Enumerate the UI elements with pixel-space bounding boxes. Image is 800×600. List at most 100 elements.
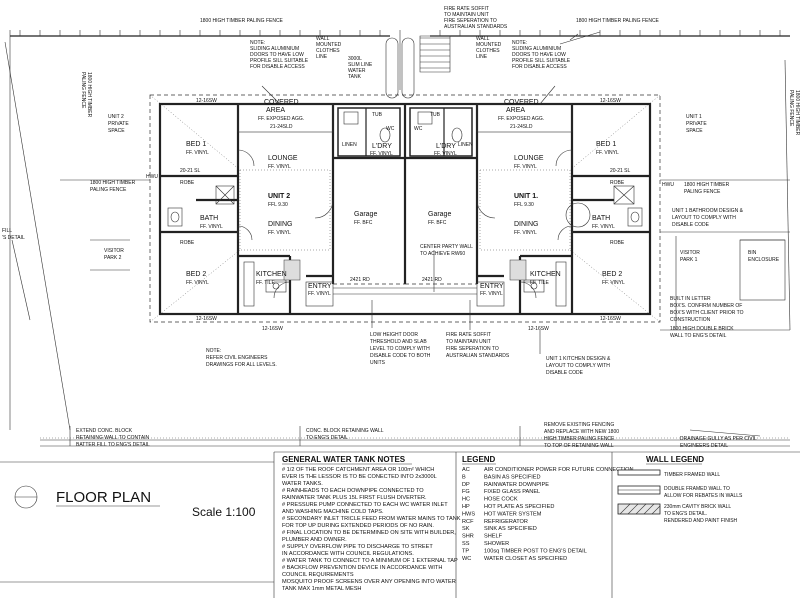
u1-private-1: UNIT 1 (686, 114, 702, 120)
u2-kitchen-ff: FF. TILE (256, 280, 275, 286)
u2-private-1: UNIT 2 (108, 114, 124, 120)
legend-description: BASIN AS SPECIFIED (484, 474, 541, 480)
legend-code: HWS (462, 511, 475, 517)
clothes-right-4: LINE (476, 54, 488, 60)
u1-garage-ff: FF. BFC (428, 220, 447, 226)
paling-side-right-2: PALING FENCE (788, 90, 794, 127)
u1-entry-ff: FF. VINYL (480, 291, 503, 297)
remove-fence-1: REMOVE EXISTING FENCING (544, 422, 614, 428)
door-note-left-3: DOORS TO HAVE LOW (250, 52, 304, 58)
fire-soffit-top-2: TO MAINTAIN UNIT (444, 12, 489, 18)
water-note-line: # RAINHEADS TO EACH DOWNPIPE CONNECTED T… (282, 488, 424, 494)
fire-soffit-top-3: FIRE SEPERATION TO (444, 18, 497, 24)
water-note-line: # BACKFLOW PREVENTION DEVICE IN ACCORDAN… (282, 565, 442, 571)
remove-fence-3: HIGH TIMBER PALING FENCE (544, 436, 615, 442)
garage-openings (305, 281, 505, 307)
door-note-right-5: FOR DISABLE ACCESS (512, 64, 567, 70)
brick-wall-1: 1800 HIGH DOUBLE BRICK (670, 326, 734, 332)
conc-block-1: CONC. BLOCK RETAINING WALL (306, 428, 384, 434)
water-note-line: IN ACCORDANCE WITH COUNCIL REGULATIONS. (282, 551, 414, 557)
leader-lines (69, 30, 761, 446)
drawing-title: FLOOR PLAN (56, 489, 151, 506)
plan-notes: CENTER PARTY WALL TO ACHIEVE RW60 LOW HE… (2, 72, 800, 449)
civil-note-3: DRAWINGS FOR ALL LEVELS. (206, 362, 277, 368)
water-note-line: MOSQUITO PROOF SCREENS OVER ANY OPENING … (282, 579, 456, 585)
u1-private-2: PRIVATE (686, 121, 707, 127)
paling-side-right-1: 1800 HIGH TIMBER (794, 90, 800, 136)
extend-block-3: BATTER FILL TO ENG'S DETAIL (76, 442, 150, 448)
fence-right-label: 1800 HIGH TIMBER PALING FENCE (576, 18, 660, 24)
civil-note-1: NOTE: (206, 348, 221, 354)
fire-soffit-bottom-4: AUSTRALIAN STANDARDS (446, 353, 510, 359)
u2-private-2: PRIVATE (108, 121, 129, 127)
u1-visitor-1: VISITOR (680, 250, 700, 256)
water-tanks (385, 35, 451, 99)
legend-code: SK (462, 526, 470, 532)
dim-rd-left: 2421 RD (350, 277, 370, 283)
wall-legend-heading: WALL LEGEND (646, 455, 704, 464)
u2-fence-1: 1800 HIGH TIMBER (90, 180, 136, 186)
u2-ffl: FFL 9.30 (268, 202, 288, 208)
bath-design-2: LAYOUT TO COMPLY WITH (672, 215, 736, 221)
brick-wall-2: WALL TO ENG'S DETAIL (670, 333, 727, 339)
dim-sw-3: 12-16SW (196, 316, 217, 322)
u2-garage: Garage (354, 211, 377, 218)
u2-robe2: ROBE (180, 240, 195, 246)
wall-legend-3c: RENDERED AND PAINT FINISH (664, 518, 738, 524)
clothes-left-4: LINE (316, 54, 328, 60)
u2-wc: WC (386, 126, 395, 132)
roof-outline (149, 94, 661, 323)
fire-soffit-top-1: FIRE RATE SOFFIT (444, 6, 489, 12)
u1-bed1: BED 1 (596, 141, 616, 148)
legend-description: 100sq TIMBER POST TO ENG'S DETAIL (484, 548, 587, 554)
water-note-line: AND WASHING MACHINE COLD TAPS. (282, 509, 384, 515)
u1-fence-2: PALING FENCE (684, 189, 721, 195)
u2-linen: LINEN (342, 142, 357, 148)
u2-kitchen: KITCHEN (256, 271, 287, 278)
water-note-line: PLUMBER AND OWNER. (282, 537, 347, 543)
dimension-labels: 2421 RD 2421 RD 12-16SW 12-16SW 12-16SW … (180, 98, 631, 332)
u1-private-3: SPACE (686, 128, 703, 134)
fill-note-2: 'S DETAIL (2, 235, 25, 241)
water-note-line: COUNCIL REQUIREMENTS (282, 572, 354, 578)
door-note-left-2: SLIDING ALUMINIUM (250, 46, 299, 52)
dim-rd-right: 2421 RD (422, 277, 442, 283)
door-note-left-5: FOR DISABLE ACCESS (250, 64, 305, 70)
letter-box-4: CONSTRUCTION (670, 317, 711, 323)
legend-description: REFRIGERATOR (484, 519, 528, 525)
clothes-right-1: WALL (476, 36, 490, 42)
drawing-scale: Scale 1:100 (192, 505, 256, 519)
u1-bin-2: ENCLOSURE (748, 257, 780, 263)
u1-lounge: LOUNGE (514, 155, 544, 162)
tank-label-1: 3000L (348, 56, 362, 62)
wall-legend-3a: 230mm CAVITY BRICK WALL (664, 504, 731, 510)
fixtures (167, 111, 643, 307)
u1-area: AREA (506, 107, 525, 114)
door-note-right-2: SLIDING ALUMINIUM (512, 46, 561, 52)
u2-bed1: BED 1 (186, 141, 206, 148)
fire-soffit-bottom-2: TO MAINTAIN UNIT (446, 339, 491, 345)
fire-soffit-top-4: AUSTRALIAN STANDARDS (444, 24, 508, 30)
water-note-line: # PRESSURE PUMP CONNECTED TO EACH WC WAT… (282, 502, 448, 508)
u1-garage: Garage (428, 211, 451, 218)
u1-covered-finish: FF. EXPOSED AGG. (498, 116, 544, 122)
u1-bed2: BED 2 (602, 271, 622, 278)
u2-ldry: L'DRY (372, 143, 392, 150)
unit-2-labels: COVERED AREA FF. EXPOSED AGG. 21-24SLD U… (90, 99, 395, 297)
u1-tub: TUB (430, 112, 441, 118)
dim-sl-1: 20-21 SL (180, 168, 201, 174)
dim-sw-5: 12-16SW (262, 326, 283, 332)
u1-ldry-ff: FF. VINYL (434, 151, 457, 157)
site-boundary (4, 30, 791, 447)
u1-bin-1: BIN (748, 250, 757, 256)
legend-description: RAINWATER DOWNPIPE (484, 482, 549, 488)
drainage-1: DRAINAGE GULLY AS PER CIVIL (680, 436, 757, 442)
water-note-line: FOR TOP UP DURING EXTENDED PERIODS OF NO… (282, 523, 434, 529)
u1-covered-dim: 21-24SLD (510, 124, 533, 130)
clothes-right-3: CLOTHES (476, 48, 500, 54)
u2-entry: ENTRY (308, 283, 332, 290)
u2-garage-ff: FF. BFC (354, 220, 373, 226)
drainage-2: ENGINEERS DETAIL (680, 443, 728, 449)
u1-linen: LINEN (458, 142, 473, 148)
water-note-line: RAINWATER TANK PLUS 15L FIRST FLUSH DIVE… (282, 495, 427, 501)
